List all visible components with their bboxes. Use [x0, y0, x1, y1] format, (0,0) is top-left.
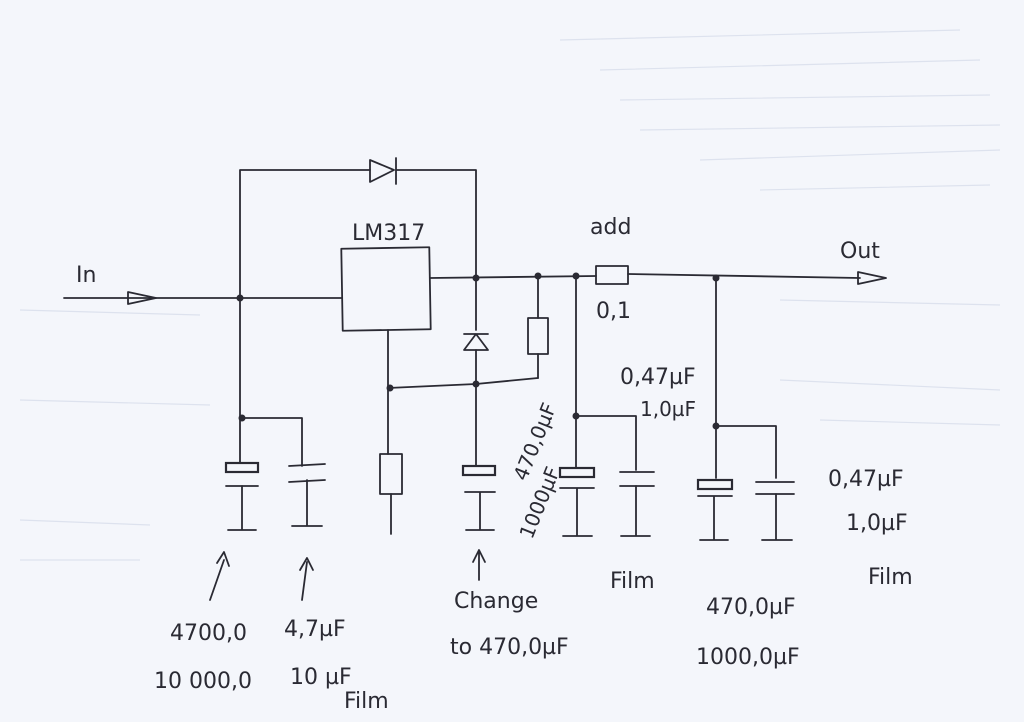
input-capacitor-bank — [224, 297, 326, 531]
input-rail — [63, 291, 343, 305]
adj-cap-value-2: to 470,0µF — [450, 635, 569, 660]
out-film1-value-1: 0,47µF — [620, 365, 696, 390]
c1-value-2: 10 000,0 — [154, 669, 252, 694]
output-capacitor-bank-2 — [696, 277, 795, 541]
paper-texture — [19, 29, 1001, 561]
lm317-label: LM317 — [352, 221, 425, 246]
output-rail — [429, 265, 887, 285]
c1-value-1: 4700,0 — [170, 621, 247, 646]
out-cap2-value-2: 1000,0µF — [696, 645, 800, 670]
out-film1-type: Film — [610, 569, 655, 594]
in-label: In — [76, 263, 96, 288]
c2-value-2: 10 µF — [290, 665, 352, 690]
output-capacitor-bank-1 — [558, 275, 655, 537]
out-film2-value-1: 0,47µF — [828, 467, 904, 492]
add-resistor-value: 0,1 — [596, 299, 631, 324]
adj-cap-value-1: Change — [454, 589, 538, 614]
c2-type: Film — [344, 689, 389, 714]
add-label: add — [590, 215, 631, 240]
out-label: Out — [840, 239, 880, 264]
junction-dots — [236, 272, 720, 430]
adjust-network — [379, 275, 549, 535]
adjust-resistor — [379, 453, 403, 495]
pointer-arrows — [209, 549, 486, 601]
out-film2-value-2: 1,0µF — [846, 511, 908, 536]
lm317-regulator — [340, 246, 432, 332]
set-resistor — [527, 317, 549, 355]
protection-diode — [239, 157, 477, 299]
series-resistor-0-1 — [595, 265, 629, 285]
out-cap2-value-1: 470,0µF — [706, 595, 796, 620]
out-film1-value-2: 1,0µF — [640, 397, 696, 421]
out-film2-type: Film — [868, 565, 913, 590]
c2-value-1: 4,7µF — [284, 617, 346, 642]
